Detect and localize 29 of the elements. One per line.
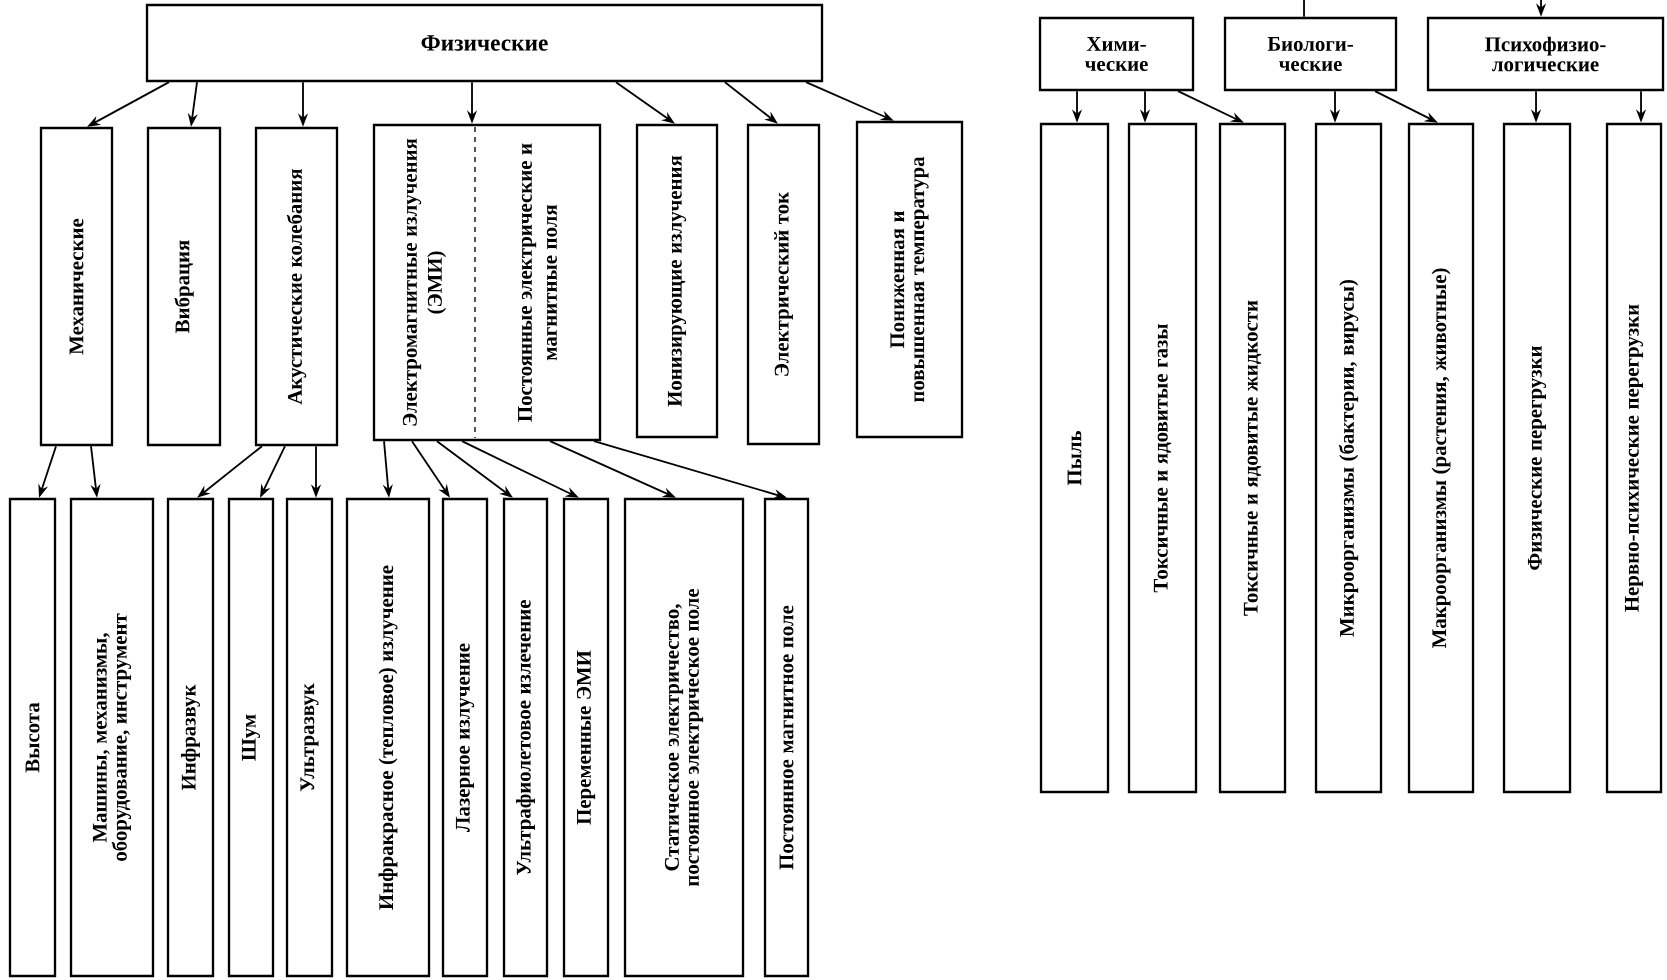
category-box: Ультрафиолетовое излечение — [502, 497, 549, 978]
category-box: Физические — [145, 3, 824, 83]
category-box: Токсичные и ядовитые газы — [1127, 122, 1198, 794]
category-box: Микроорганизмы (бактерии, вирусы) — [1314, 122, 1383, 794]
category-box: Машины, механизмы, оборудование, инструмент — [69, 497, 155, 978]
category-box: Хими- ческие — [1038, 16, 1195, 92]
category-box: Биологи- ческие — [1223, 16, 1398, 92]
category-box: Лазерное излучение — [441, 497, 489, 978]
category-box: Высота — [8, 497, 57, 978]
category-box: Пониженная и повышенная температура — [855, 120, 964, 439]
category-box: Психофизио- логические — [1426, 16, 1665, 92]
category-box: Макроорганизмы (растения, животные) — [1407, 122, 1475, 794]
category-box: Механические — [39, 126, 114, 447]
category-box: Нервно-психические перегрузки — [1605, 122, 1663, 794]
category-box: Электромагнитные излучения (ЭМИ) Постоянные электрические и магнитные поля — [372, 123, 602, 442]
category-box: Ультразвук — [285, 497, 334, 978]
category-box: Переменные ЭМИ — [562, 497, 610, 978]
category-box: Физические перегрузки — [1502, 122, 1572, 794]
category-box: Статическое электричество, постоянное электрическое поле — [623, 497, 745, 978]
category-box: Электрический ток — [746, 123, 821, 446]
category-box: Постоянное магнитное поле — [763, 497, 810, 978]
category-box: Вибрация — [146, 126, 222, 447]
category-box: Токсичные и ядовитые жидкости — [1218, 122, 1287, 794]
category-box: Инфразвук — [166, 497, 215, 978]
category-box: Пыль — [1039, 122, 1110, 794]
category-box: Инфракрасное (тепловое) излучение — [345, 497, 431, 978]
category-box: Акустические колебания — [254, 126, 339, 447]
category-box: Шум — [227, 497, 275, 978]
category-box: Ионизирующие излучения — [635, 123, 719, 439]
